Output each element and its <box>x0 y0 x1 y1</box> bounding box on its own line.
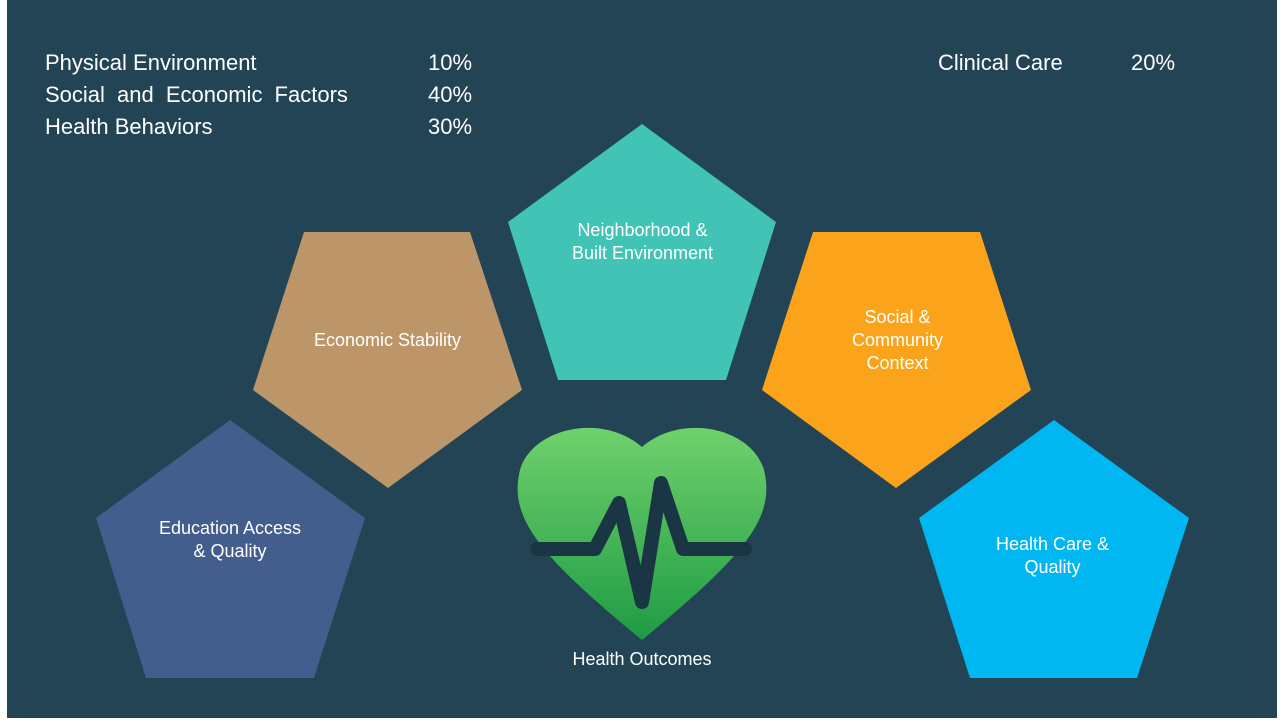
health-care-label-line-2: Quality <box>1024 557 1081 577</box>
economic-stability-label: Economic Stability <box>260 308 515 372</box>
social-community-label: Social & Community Context <box>770 296 1025 384</box>
heart-pulse-icon <box>517 427 767 640</box>
social-community-label-line-2: Community <box>851 329 944 350</box>
clinical-care-label: Clinical Care <box>938 50 1063 75</box>
education-label-line-1: Education Access <box>158 518 302 538</box>
economic-stability-pentagon <box>253 232 522 488</box>
neighborhood-pentagon <box>508 124 776 380</box>
neighborhood-label-line-1: Neighborhood & <box>577 220 708 240</box>
neighborhood-label: Neighborhood & Built Environment <box>515 210 770 274</box>
factor-label-physical-environment: Physical Environment <box>45 50 257 75</box>
health-care-label-line-1: Health Care & <box>995 534 1110 554</box>
economic-stability-label-line-1: Economic Stability <box>313 329 462 350</box>
factor-label-health-behaviors: Health Behaviors <box>45 114 213 139</box>
social-community-label-line-1: Social & <box>864 306 931 327</box>
factor-value-health-behaviors: 30% <box>428 114 473 139</box>
health-outcomes-label: Health Outcomes <box>572 649 712 669</box>
education-label: Education Access & Quality <box>100 500 360 580</box>
health-care-label: Health Care & Quality <box>925 516 1180 596</box>
factor-label-social-economic: Social and Economic Factors <box>45 82 348 107</box>
education-pentagon <box>96 420 365 678</box>
clinical-care-value: 20% <box>1131 50 1176 75</box>
factor-value-physical-environment: 10% <box>428 50 473 75</box>
education-label-line-2: & Quality <box>193 541 267 561</box>
social-community-label-line-3: Context <box>866 352 929 373</box>
factor-value-social-economic: 40% <box>428 82 473 107</box>
health-care-pentagon <box>919 420 1189 678</box>
neighborhood-label-line-2: Built Environment <box>571 243 714 263</box>
social-community-pentagon <box>762 232 1031 488</box>
